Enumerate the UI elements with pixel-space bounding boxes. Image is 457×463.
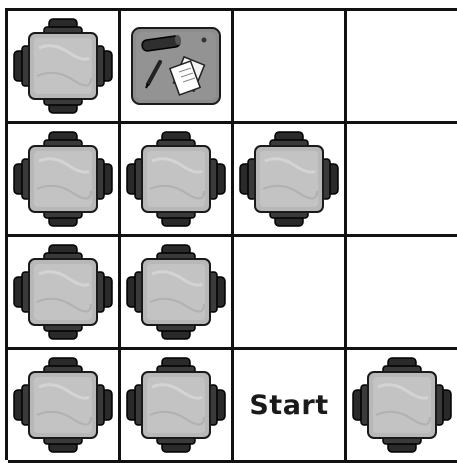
- desk-with-chairs-icon: [13, 357, 113, 453]
- board-cell-empty[interactable]: [234, 237, 347, 350]
- chair-right: [96, 272, 112, 312]
- chair-left: [14, 385, 30, 425]
- board-cell-teacher-desk[interactable]: [121, 11, 234, 124]
- teacher-desk-icon: [126, 18, 226, 114]
- board-cell-desk[interactable]: [8, 124, 121, 237]
- chair-right: [209, 272, 225, 312]
- desk-with-chairs-icon: [239, 131, 339, 227]
- chair-right: [322, 159, 338, 199]
- desk-with-chairs-icon: [13, 18, 113, 114]
- desk-with-chairs-icon: [126, 244, 226, 340]
- board-cell-desk[interactable]: [121, 237, 234, 350]
- chair-left: [127, 272, 143, 312]
- desk-with-chairs-icon: [126, 357, 226, 453]
- board-cell-desk[interactable]: [8, 350, 121, 463]
- board-cell-desk[interactable]: [8, 11, 121, 124]
- board-cell-desk[interactable]: [121, 124, 234, 237]
- desk-with-chairs-icon: [126, 131, 226, 227]
- chair-right: [96, 385, 112, 425]
- chair-right: [96, 46, 112, 86]
- board-cell-desk[interactable]: [121, 350, 234, 463]
- board-cell-empty[interactable]: [347, 237, 457, 350]
- desk-with-chairs-icon: [13, 131, 113, 227]
- board-cell-empty[interactable]: [347, 11, 457, 124]
- board-cell-empty[interactable]: [347, 124, 457, 237]
- chair-right: [209, 385, 225, 425]
- chair-left: [14, 272, 30, 312]
- board-cell-empty[interactable]: [234, 11, 347, 124]
- board-cell-desk[interactable]: [347, 350, 457, 463]
- chair-right: [209, 159, 225, 199]
- chair-left: [127, 159, 143, 199]
- start-label: Start: [249, 390, 328, 421]
- board-cell-desk[interactable]: [8, 237, 121, 350]
- desk-with-chairs-icon: [352, 357, 452, 453]
- chair-right: [435, 385, 451, 425]
- desk-with-chairs-icon: [13, 244, 113, 340]
- game-board: Start: [5, 8, 457, 460]
- chair-left: [14, 46, 30, 86]
- chair-left: [127, 385, 143, 425]
- chair-left: [240, 159, 256, 199]
- chair-left: [353, 385, 369, 425]
- board-cell-desk[interactable]: [234, 124, 347, 237]
- chair-left: [14, 159, 30, 199]
- board-cell-start[interactable]: Start: [234, 350, 347, 463]
- chair-right: [96, 159, 112, 199]
